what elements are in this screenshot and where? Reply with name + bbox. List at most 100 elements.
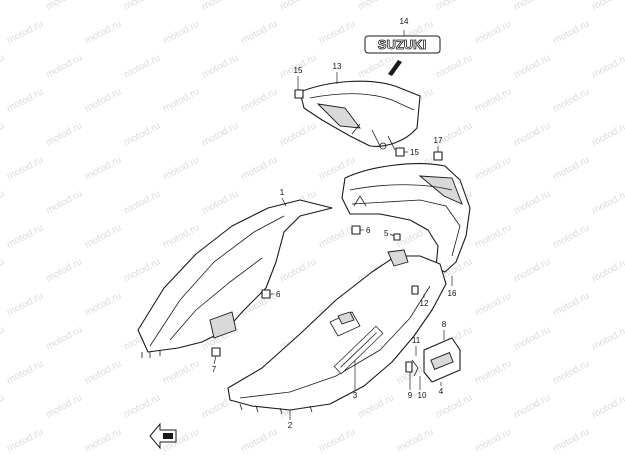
watermark-text: motod.ru xyxy=(83,426,123,454)
watermark-text: motod.ru xyxy=(122,188,162,216)
watermark-text: motod.ru xyxy=(512,256,552,284)
watermark-text: motod.ru xyxy=(0,0,6,13)
watermark-text: motod.ru xyxy=(44,52,84,80)
part-2-body-cover-lower xyxy=(227,249,447,415)
watermark-text: motod.ru xyxy=(473,290,513,318)
watermark-text: motod.ru xyxy=(0,188,6,216)
watermark-text: motod.ru xyxy=(473,426,513,454)
watermark-text: motod.ru xyxy=(512,0,552,13)
watermark-text: motod.ru xyxy=(5,290,45,318)
watermark-text: motod.ru xyxy=(5,358,45,386)
watermark-text: motod.ru xyxy=(44,324,84,352)
watermark-text: motod.ru xyxy=(551,86,591,114)
watermark-text: motod.ru xyxy=(551,290,591,318)
watermark-text: motod.ru xyxy=(473,18,513,46)
callout-labels: 14 13 15 15 17 1 6 5 6 16 12 8 11 7 3 9 … xyxy=(212,17,457,430)
part-14-suzuki-emblem: SUZUKI xyxy=(364,35,441,76)
watermark-text: motod.ru xyxy=(122,392,162,420)
watermark-text: motod.ru xyxy=(122,52,162,80)
watermark-text: motod.ru xyxy=(590,392,625,420)
watermark-text: motod.ru xyxy=(512,52,552,80)
watermark-text: motod.ru xyxy=(434,52,474,80)
watermark-text: motod.ru xyxy=(239,86,279,114)
watermark-text: motod.ru xyxy=(434,0,474,13)
watermark-text: motod.ru xyxy=(161,154,201,182)
watermark-text: motod.ru xyxy=(5,426,45,454)
watermark-text: motod.ru xyxy=(317,222,357,250)
part-1-side-cover-left xyxy=(137,199,333,358)
callout-4: 4 xyxy=(439,387,444,396)
callout-13: 13 xyxy=(333,62,342,71)
callout-leaders xyxy=(213,30,453,420)
watermark-text: motod.ru xyxy=(5,18,45,46)
front-direction-arrow-icon xyxy=(149,422,177,450)
callout-2: 2 xyxy=(288,421,293,430)
watermark-text: motod.ru xyxy=(590,188,625,216)
watermark-text: motod.ru xyxy=(551,358,591,386)
watermark-text: motod.ru xyxy=(200,0,240,13)
watermark-text: motod.ru xyxy=(317,18,357,46)
watermark-text: motod.ru xyxy=(590,120,625,148)
watermark-text: motod.ru xyxy=(5,86,45,114)
callout-1: 1 xyxy=(280,188,285,197)
watermark-text: motod.ru xyxy=(356,0,396,13)
watermark-text: motod.ru xyxy=(590,0,625,13)
part-4-lid-panel xyxy=(423,337,461,383)
watermark-text: motod.ru xyxy=(590,52,625,80)
callout-9: 9 xyxy=(408,391,413,400)
watermark-text: motod.ru xyxy=(395,426,435,454)
watermark-text: motod.ru xyxy=(551,426,591,454)
watermark-text: motod.ru xyxy=(5,154,45,182)
watermark-text: motod.ru xyxy=(278,256,318,284)
watermark-text: motod.ru xyxy=(278,0,318,13)
callout-12: 12 xyxy=(420,299,429,308)
watermark-text: motod.ru xyxy=(200,52,240,80)
watermark-text: motod.ru xyxy=(83,18,123,46)
watermark-text: motod.ru xyxy=(122,256,162,284)
watermark-text: motod.ru xyxy=(512,392,552,420)
watermark-text: motod.ru xyxy=(83,86,123,114)
watermark-text: motod.ru xyxy=(278,120,318,148)
watermark-text: motod.ru xyxy=(0,256,6,284)
watermark-text: motod.ru xyxy=(239,426,279,454)
callout-16: 16 xyxy=(448,289,457,298)
watermark-text: motod.ru xyxy=(512,120,552,148)
watermark-text: motod.ru xyxy=(200,188,240,216)
watermark-text: motod.ru xyxy=(0,324,6,352)
watermark-text: motod.ru xyxy=(0,52,6,80)
watermark-text: motod.ru xyxy=(473,154,513,182)
watermark-text: motod.ru xyxy=(0,392,6,420)
watermark-text: motod.ru xyxy=(239,18,279,46)
callout-6-lower: 6 xyxy=(276,290,281,299)
watermark-text: motod.ru xyxy=(83,358,123,386)
callout-11: 11 xyxy=(412,336,421,345)
watermark-text: motod.ru xyxy=(5,222,45,250)
watermark-text: motod.ru xyxy=(44,0,84,13)
watermark-text: motod.ru xyxy=(0,120,6,148)
callout-10: 10 xyxy=(418,391,427,400)
watermark-text: motod.ru xyxy=(83,154,123,182)
watermark-text: motod.ru xyxy=(161,222,201,250)
watermark-text: motod.ru xyxy=(590,256,625,284)
callout-17: 17 xyxy=(434,136,443,145)
hardware-fasteners xyxy=(211,89,443,377)
watermark-text: motod.ru xyxy=(551,18,591,46)
watermark-text: motod.ru xyxy=(200,120,240,148)
watermark-text: motod.ru xyxy=(122,120,162,148)
watermark-text: motod.ru xyxy=(122,0,162,13)
watermark-text: motod.ru xyxy=(161,358,201,386)
watermark-text: motod.ru xyxy=(512,188,552,216)
watermark-text: motod.ru xyxy=(239,154,279,182)
callout-6-upper: 6 xyxy=(366,226,371,235)
suzuki-logo-text: SUZUKI xyxy=(378,37,426,52)
watermark-text: motod.ru xyxy=(83,222,123,250)
watermark-text: motod.ru xyxy=(551,222,591,250)
watermark-text: motod.ru xyxy=(434,392,474,420)
callout-15-top: 15 xyxy=(294,66,303,75)
watermark-text: motod.ru xyxy=(161,86,201,114)
callout-7: 7 xyxy=(212,365,217,374)
watermark-text: motod.ru xyxy=(161,18,201,46)
watermark-text: motod.ru xyxy=(473,222,513,250)
watermark-text: motod.ru xyxy=(473,86,513,114)
